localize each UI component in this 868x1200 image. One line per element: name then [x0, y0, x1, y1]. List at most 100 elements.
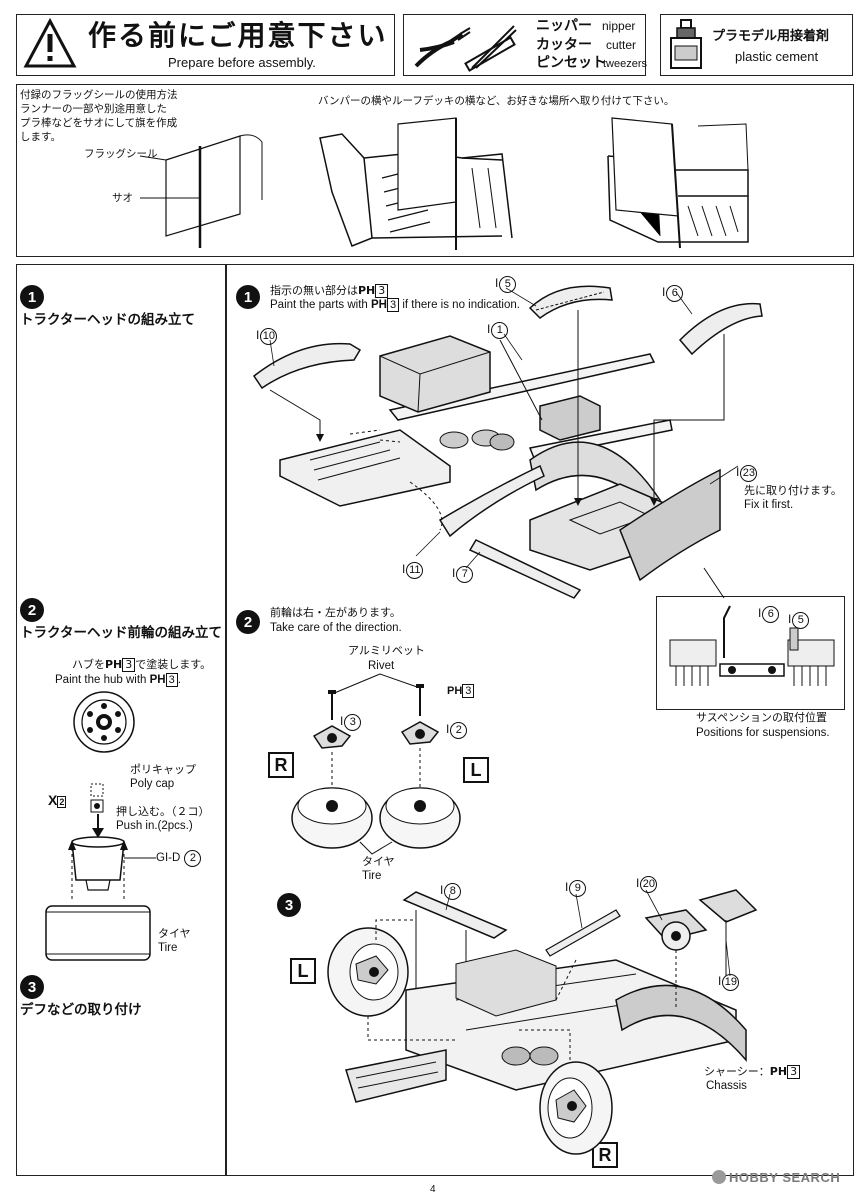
sidebar-tire-illustration: [45, 905, 151, 961]
step1-number: 1: [236, 285, 260, 309]
hub-note-en-text: Paint the hub with: [55, 674, 147, 686]
gid-text: GI-D: [156, 852, 181, 864]
chassis-jp-text: シャーシー：: [704, 1065, 770, 1078]
watermark-text: HOBBY SEARCH: [729, 1170, 841, 1185]
main-instructions: [226, 264, 854, 1176]
bumper-note: バンパーの横やルーフデッキの横など、お好きな場所へ取り付けて下さい。: [318, 95, 675, 107]
sidebar-tire-jp: タイヤ: [158, 927, 191, 940]
paint-number: 3: [122, 658, 136, 672]
wheel-rim-illustration: [68, 836, 128, 902]
push-en: Push in.(2pcs.): [116, 820, 193, 832]
part-prefix: I: [718, 974, 722, 988]
fix-first-en: Fix it first.: [744, 499, 794, 511]
step1-note-en-prefix: Paint the parts with: [270, 299, 368, 311]
step2-number: 2: [236, 610, 260, 634]
step3-number: 3: [277, 893, 301, 917]
paint-number: 3: [375, 284, 389, 298]
suspension-jp: サスペンションの取付位置: [696, 711, 828, 724]
part-prefix: I: [402, 562, 406, 576]
push-arrow-icon: [92, 814, 104, 838]
part-prefix: I: [565, 880, 569, 894]
part-prefix: I: [446, 722, 450, 736]
paint-code: PH: [371, 299, 387, 311]
tools-box: [403, 14, 646, 76]
step2-tire-en: Tire: [362, 870, 382, 882]
watermark: HOBBY SEARCH: [712, 1170, 840, 1186]
hub-note-jp-suffix: で塗装します。: [135, 658, 212, 671]
step2-note-jp: 前輪は右・左があります。: [270, 606, 401, 619]
flag-instruction-line-3: プラ棒などをサオにして旗を作成: [20, 117, 178, 129]
paint-code: PH: [447, 685, 463, 697]
part-number: 6: [666, 285, 684, 302]
left-marker: L: [463, 757, 489, 783]
part-number: 10: [260, 328, 278, 345]
pole-label: サオ: [112, 192, 133, 204]
suspension-en: Positions for suspensions.: [696, 727, 830, 739]
sidebar-step-1-title: トラクターヘッドの組み立て: [20, 312, 195, 328]
part-number: 6: [762, 606, 780, 623]
tool-nipper-jp: ニッパー: [536, 18, 592, 34]
suspension-inset-illustration: [669, 567, 835, 686]
caution-icon: [23, 17, 77, 68]
flag-diagram: [139, 134, 263, 248]
nipper-cutter-tweezers-icon: [414, 25, 517, 72]
cement-jp: プラモデル用接着剤: [712, 29, 830, 44]
flag-instruction-line-4: します。: [20, 131, 61, 143]
step3-right-marker: R: [592, 1142, 618, 1168]
tool-tweezers-en: tweezers: [603, 58, 648, 70]
part-prefix: I: [495, 276, 499, 290]
tool-cutter-jp: カッター: [536, 37, 592, 53]
hub-note-jp-text: ハブを: [72, 658, 105, 671]
part-number: 5: [792, 612, 810, 629]
cement-bottle-icon: [670, 19, 702, 69]
header-title-jp: 作る前にご用意下さい: [88, 19, 388, 52]
chassis-en: Chassis: [706, 1080, 747, 1092]
sidebar-step-3-number: 3: [20, 975, 44, 999]
paint-number: 3: [165, 673, 178, 687]
page-number: 4: [430, 1184, 436, 1195]
sidebar-step-2-number: 2: [20, 598, 44, 622]
part-number: 23: [740, 465, 758, 482]
rivet-jp: アルミリベット: [348, 644, 425, 657]
part-prefix: I: [340, 714, 344, 728]
right-marker: R: [268, 752, 294, 778]
push-jp: 押し込む。（２コ）: [116, 805, 210, 818]
flag-instruction-line-2: ランナーの一部や別途用意した: [20, 103, 167, 115]
part-prefix: I: [440, 883, 444, 897]
header-title-box: [16, 14, 395, 76]
part-number: 2: [450, 722, 468, 739]
gid-label: GI-D 2: [156, 850, 202, 867]
part-number: 19: [722, 974, 740, 991]
part-prefix: I: [736, 465, 740, 479]
step3-chassis-illustration: [327, 889, 758, 1155]
fix-first-jp: 先に取り付けます。: [744, 484, 842, 497]
part-prefix: I: [487, 322, 491, 336]
part-number: 5: [499, 276, 517, 293]
paint-number: 3: [787, 1065, 801, 1079]
tool-nipper-en: nipper: [602, 19, 636, 33]
step1-chassis-illustration: [252, 285, 763, 599]
part-prefix: I: [662, 285, 666, 299]
polycap-en: Poly cap: [130, 778, 175, 790]
polycap-jp: ポリキャップ: [130, 763, 196, 776]
sidebar: [16, 264, 226, 1176]
step3-left-marker: L: [290, 958, 316, 984]
watermark-logo-icon: [712, 1170, 726, 1184]
step1-note-jp-text: 指示の無い部分は: [270, 284, 358, 297]
part-prefix: I: [452, 566, 456, 580]
